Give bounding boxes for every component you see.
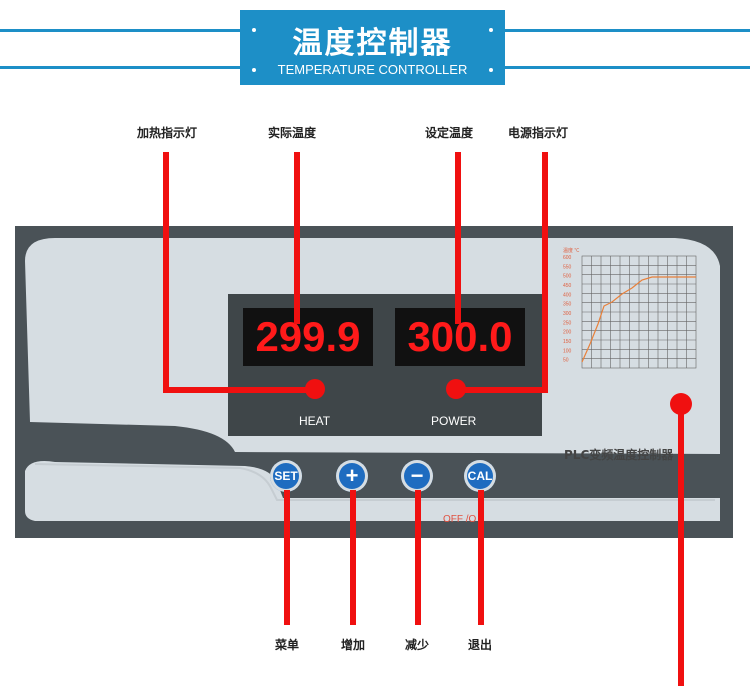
power-label: POWER	[431, 414, 477, 428]
set-temp-callout: 设定温度	[425, 126, 474, 140]
header-line-bottom-right	[505, 66, 750, 69]
temperature-chart-icon: 温度 ℃ 600 550 500 450 400 350 300 250 200 150 100 50	[563, 247, 697, 369]
actual-temp-callout-line	[294, 152, 300, 324]
cal-callout-line	[478, 490, 484, 625]
actual-temp-callout: 实际温度	[268, 126, 317, 140]
decrease-callout: 减少	[405, 638, 430, 652]
header-dot-icon	[252, 28, 256, 32]
exit-callout: 退出	[468, 638, 493, 652]
chart-y-tick-label: 600	[563, 255, 572, 261]
chart-y-tick-label: 50	[563, 358, 569, 364]
plus-button[interactable]: +	[336, 460, 368, 492]
header-dot-icon	[252, 68, 256, 72]
chart-y-tick-label: 200	[563, 330, 572, 336]
plus-callout-line	[350, 490, 356, 625]
set-button[interactable]: SET	[270, 460, 302, 492]
heat-indicator-light	[305, 379, 325, 399]
minus-callout-line	[415, 490, 421, 625]
header-dot-icon	[489, 28, 493, 32]
header-line-bottom-left	[0, 66, 240, 69]
power-indicator-callout: 电源指示灯	[508, 126, 569, 140]
power-callout-line-h	[456, 387, 548, 393]
set-temp-display: 300.0	[395, 308, 525, 366]
header-banner: 温度控制器 TEMPERATURE CONTROLLER	[240, 10, 505, 85]
page-subtitle: TEMPERATURE CONTROLLER	[277, 62, 468, 77]
heat-callout-line-h	[163, 387, 313, 393]
chart-y-tick-label: 150	[563, 339, 572, 345]
chart-y-tick-label: 550	[563, 264, 572, 270]
set-callout-line	[284, 490, 290, 625]
chart-y-tick-label: 450	[563, 283, 572, 289]
chart-y-tick-label: 500	[563, 274, 572, 280]
controller-panel: 299.9 300.0 HEAT POWER 温度 ℃ 600 550 500 450…	[15, 226, 733, 538]
set-temp-callout-line	[455, 152, 461, 324]
menu-callout: 菜单	[275, 638, 300, 652]
heat-label: HEAT	[299, 414, 331, 428]
header-line-top-right	[505, 29, 750, 32]
increase-callout: 增加	[341, 638, 366, 652]
heat-callout-line	[163, 152, 169, 392]
power-callout-line	[542, 152, 548, 392]
heat-indicator-callout: 加热指示灯	[137, 126, 198, 140]
chart-curve	[581, 276, 696, 363]
switch-callout-line	[678, 404, 684, 686]
cal-button[interactable]: CAL	[464, 460, 496, 492]
chart-y-tick-label: 100	[563, 348, 572, 354]
power-switch-label: OFF /O	[443, 514, 477, 525]
header-dot-icon	[489, 68, 493, 72]
chart-unit-label: 温度 ℃	[563, 247, 579, 254]
chart-y-tick-label: 250	[563, 320, 572, 326]
header-line-top-left	[0, 29, 240, 32]
minus-button[interactable]: −	[401, 460, 433, 492]
chart-y-tick-label: 350	[563, 302, 572, 308]
chart-y-tick-label: 400	[563, 292, 572, 298]
chart-y-tick-label: 300	[563, 311, 572, 317]
actual-temp-display: 299.9	[243, 308, 373, 366]
page-title: 温度控制器	[292, 26, 453, 61]
actual-temp-value: 299.9	[255, 313, 361, 360]
brand-label: PLC变频温度控制器	[564, 448, 674, 462]
